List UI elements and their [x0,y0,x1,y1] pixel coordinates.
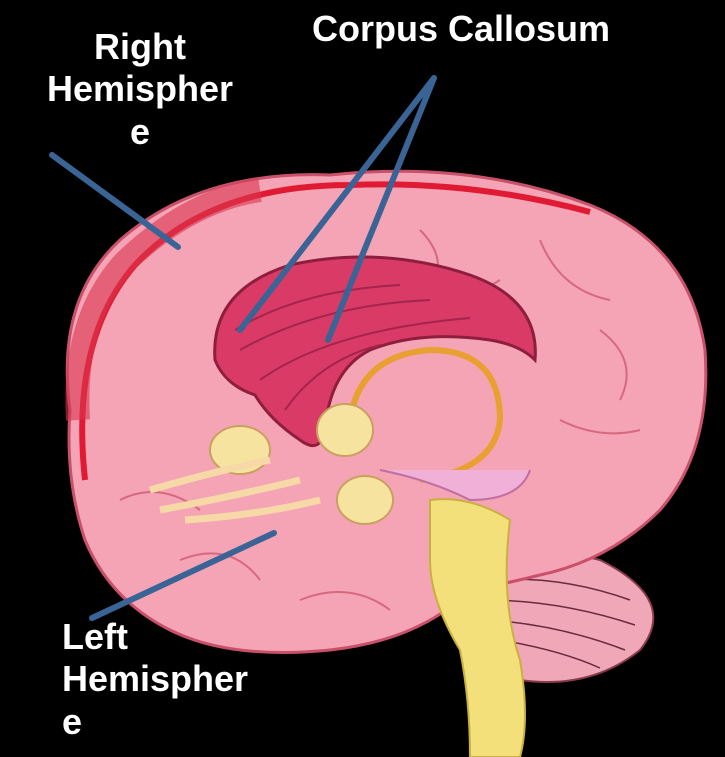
label-left-hemisphere: Left Hemispher e [62,616,302,743]
pointer-right-hemisphere [52,155,178,247]
label-right-line-2: Hemispher [20,68,260,110]
label-corpus-callosum: Corpus Callosum [312,8,610,50]
label-left-line-2: Hemispher [62,658,302,700]
label-right-hemisphere: Right Hemispher e [20,26,260,153]
label-left-line-1: Left [62,616,302,658]
label-right-line-3: e [20,111,260,153]
label-right-line-1: Right [20,26,260,68]
label-left-line-3: e [62,701,302,743]
